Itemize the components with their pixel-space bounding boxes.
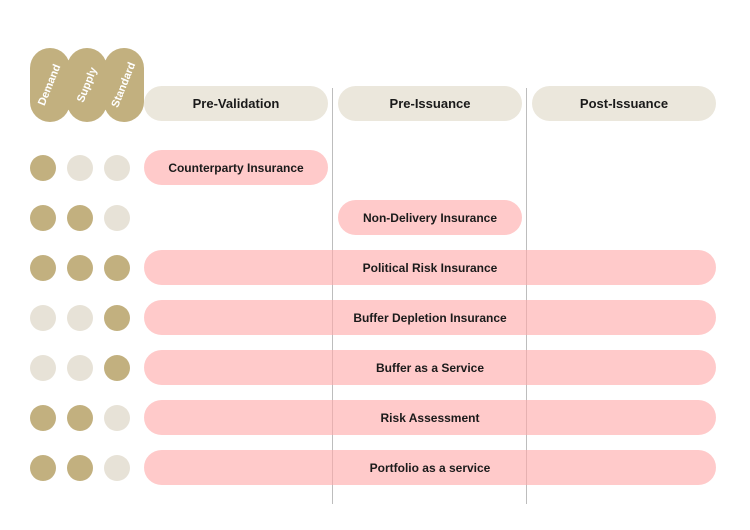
column-header-label: Demand (36, 62, 64, 108)
column-header-standard: Standard (104, 48, 144, 122)
phase-divider-2 (526, 88, 527, 504)
marker-supply (67, 204, 93, 231)
marker-demand (30, 454, 56, 481)
service-bar: Buffer as a Service (144, 350, 716, 385)
phase-divider-1 (332, 88, 333, 504)
marker-standard (104, 454, 130, 481)
marker-supply (67, 404, 93, 431)
marker-supply (67, 454, 93, 481)
marker-demand (30, 154, 56, 181)
marker-standard (104, 154, 130, 181)
service-bar: Political Risk Insurance (144, 250, 716, 285)
marker-demand (30, 254, 56, 281)
phase-header-pre-validation: Pre-Validation (144, 86, 328, 121)
marker-standard (104, 354, 130, 381)
column-header-supply: Supply (67, 48, 107, 122)
marker-supply (67, 304, 93, 331)
service-bar: Risk Assessment (144, 400, 716, 435)
marker-supply (67, 354, 93, 381)
service-bar: Non-Delivery Insurance (338, 200, 522, 235)
column-header-demand: Demand (30, 48, 70, 122)
marker-demand (30, 204, 56, 231)
phase-header-post-issuance: Post-Issuance (532, 86, 716, 121)
marker-demand (30, 354, 56, 381)
column-header-label: Standard (109, 60, 139, 110)
marker-standard (104, 404, 130, 431)
marker-demand (30, 304, 56, 331)
marker-demand (30, 404, 56, 431)
marker-supply (67, 254, 93, 281)
column-header-label: Supply (74, 65, 100, 105)
service-bar: Counterparty Insurance (144, 150, 328, 185)
marker-standard (104, 204, 130, 231)
marker-supply (67, 154, 93, 181)
marker-standard (104, 304, 130, 331)
marker-standard (104, 254, 130, 281)
service-bar: Buffer Depletion Insurance (144, 300, 716, 335)
phase-header-pre-issuance: Pre-Issuance (338, 86, 522, 121)
service-bar: Portfolio as a service (144, 450, 716, 485)
